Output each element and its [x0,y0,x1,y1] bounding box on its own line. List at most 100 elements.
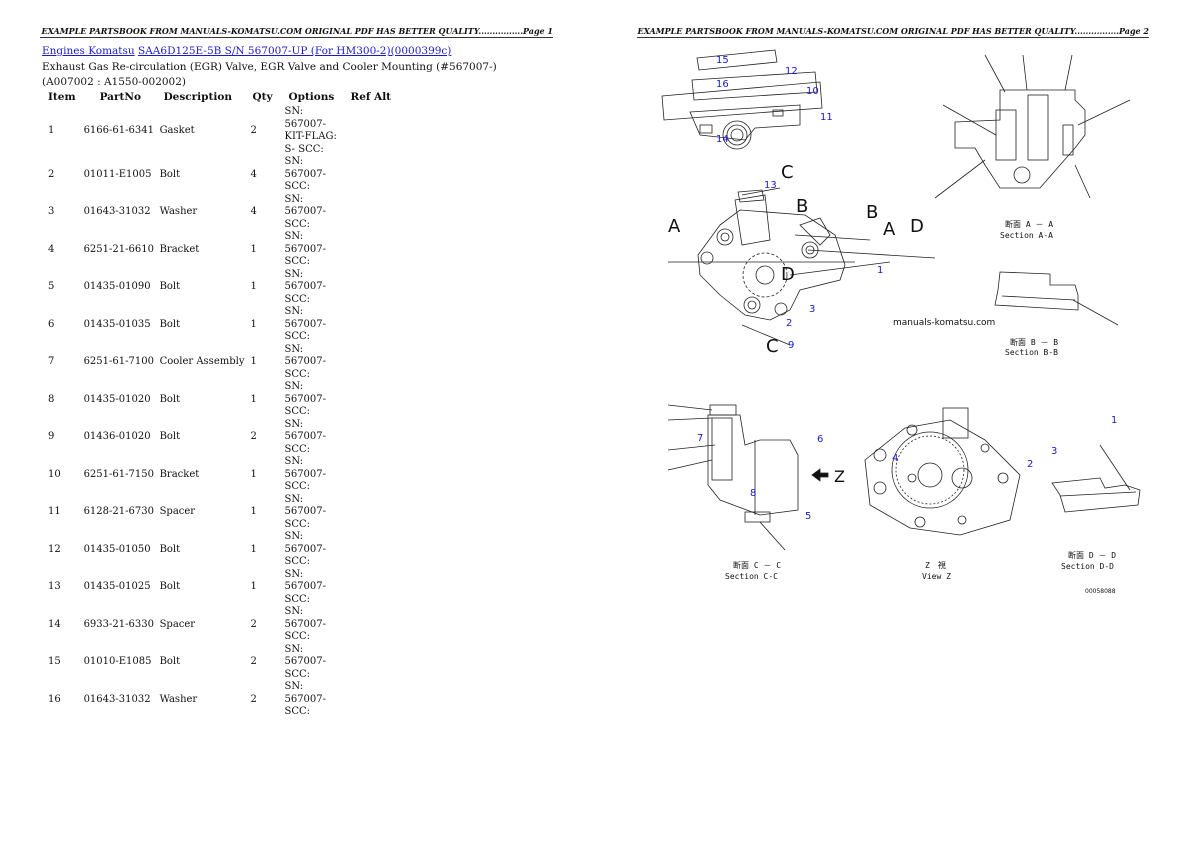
cell-description: Gasket [159,124,195,136]
callout-7[interactable]: 7 [697,433,703,444]
cell-ref-alt [344,494,397,532]
cell-item: 1 [48,124,55,136]
cell-partno: 01435-01035 [83,318,151,330]
cell-item: 14 [48,618,61,630]
cell-qty: 2 [250,618,257,630]
view-letter-a-right: A [883,219,896,240]
table-header-row: Item PartNo Description Qty Options Ref … [42,90,397,106]
cell-options: SN: 567007- SCC: [284,493,327,530]
table-row: 8 01435-01020 Bolt 1 SN: 567007- SCC: [42,381,397,419]
breadcrumb-link-engines[interactable]: Engines Komatsu [42,45,135,57]
cell-qty: 1 [250,243,257,255]
callout-13[interactable]: 13 [764,180,777,191]
cell-partno: 6166-61-6341 [83,124,154,136]
watermark-text: manuals-komatsu.com [893,318,995,328]
cell-description: Bolt [159,393,181,405]
table-row: 2 01011-E1005 Bolt 4 SN: 567007- SCC: [42,156,397,194]
cell-description: Bracket [159,243,200,255]
callout-2[interactable]: 2 [786,318,792,329]
cell-item: 12 [48,543,61,555]
cell-partno: 6251-61-7150 [83,468,154,480]
cell-partno: 01010-E1085 [83,656,152,667]
cell-partno: 01436-01020 [83,431,151,442]
callout-5[interactable]: 5 [805,511,811,522]
section-d-d-label: Section D-D [1061,562,1114,571]
callout-14[interactable]: 14 [716,134,729,145]
cell-options: SN: 567007- KIT-FLAG: S- SCC: [284,106,337,155]
cell-item: 2 [48,168,55,180]
breadcrumb: Engines Komatsu SAA6D125E-5B S/N 567007-… [42,45,451,57]
cell-item: 6 [48,318,55,330]
cell-description: Cooler Assembly [159,356,245,367]
page-2: EXAMPLE PARTSBOOK FROM MANUALS-KOMATSU.C… [595,0,1190,842]
top-view-drawing [661,49,823,150]
cell-partno: 01643-31032 [83,206,151,217]
cell-ref-alt [344,456,397,494]
view-letter-d-right: D [910,216,924,237]
cell-options: SN: 567007- SCC: [284,568,327,605]
table-row: 3 01643-31032 Washer 4 SN: 567007- SCC: [42,194,397,232]
callout-8[interactable]: 8 [750,488,756,499]
callout-3-z[interactable]: 3 [1051,446,1057,457]
cell-description: Bolt [159,281,181,292]
cell-partno: 01435-01020 [83,393,151,405]
callout-2-z[interactable]: 2 [1027,459,1033,470]
cell-item: 11 [48,506,61,517]
cell-options: SN: 567007- SCC: [284,643,327,680]
cell-partno: 01011-E1005 [83,168,152,180]
cell-partno: 6251-21-6610 [83,243,154,255]
col-ref-alt: Ref Alt [350,91,392,103]
view-letter-c-top: C [781,162,794,183]
table-row: 16 01643-31032 Washer 2 SN: 567007- SCC: [42,681,397,719]
callout-12[interactable]: 12 [785,66,798,77]
table-row: 7 6251-61-7100 Cooler Assembly 1 SN: 567… [42,344,397,382]
section-a-a-jp-label: 断面 A － A [1005,219,1053,229]
view-z-label: View Z [922,572,951,581]
figure-code: 00058088 [1085,588,1116,595]
page-header: EXAMPLE PARTSBOOK FROM MANUALS-KOMATSU.C… [40,26,553,38]
table-row: 6 01435-01035 Bolt 1 SN: 567007- SCC: [42,306,397,344]
breadcrumb-link-model[interactable]: SAA6D125E-5B S/N 567007-UP (For HM300-2)… [138,45,452,57]
callout-10[interactable]: 10 [806,86,819,97]
cell-item: 5 [48,281,55,292]
cell-ref-alt [344,194,397,232]
view-letter-b-right: B [866,202,878,223]
cell-item: 13 [48,581,61,592]
cell-description: Spacer [159,618,196,630]
cell-qty: 2 [250,431,257,442]
page-title: Exhaust Gas Re-circulation (EGR) Valve, … [42,61,497,88]
col-qty: Qty [252,91,273,103]
cell-item: 3 [48,206,55,217]
cell-qty: 1 [250,281,257,292]
cell-ref-alt [344,269,397,307]
cell-ref-alt [344,344,397,382]
cell-qty: 1 [250,356,257,367]
callout-4[interactable]: 4 [892,453,898,464]
cell-options: SN: 567007- SCC: [284,381,327,417]
cell-description: Washer [159,693,198,705]
callout-6[interactable]: 6 [817,434,823,445]
cell-partno: 01435-01090 [83,281,151,292]
cell-description: Bolt [159,656,181,667]
cell-partno: 01643-31032 [83,693,151,705]
callout-3[interactable]: 3 [809,304,815,315]
callout-15[interactable]: 15 [716,55,729,66]
cell-description: Washer [159,206,198,217]
callout-9[interactable]: 9 [788,340,794,351]
cell-ref-alt [344,681,397,719]
cell-qty: 1 [250,318,257,330]
cell-qty: 2 [250,124,257,136]
cell-qty: 1 [250,393,257,405]
callout-1-dd[interactable]: 1 [1111,415,1117,426]
cell-qty: 2 [250,656,257,667]
callout-1[interactable]: 1 [877,265,883,276]
col-item: Item [48,91,76,103]
table-row: 5 01435-01090 Bolt 1 SN: 567007- SCC: [42,269,397,307]
callout-11[interactable]: 11 [820,112,833,123]
section-b-b-jp-label: 断面 B － B [1010,337,1058,347]
cell-qty: 4 [250,168,257,180]
table-row: 4 6251-21-6610 Bracket 1 SN: 567007- SCC… [42,231,397,269]
cell-ref-alt [344,156,397,194]
cell-ref-alt [344,569,397,607]
callout-16[interactable]: 16 [716,79,729,90]
